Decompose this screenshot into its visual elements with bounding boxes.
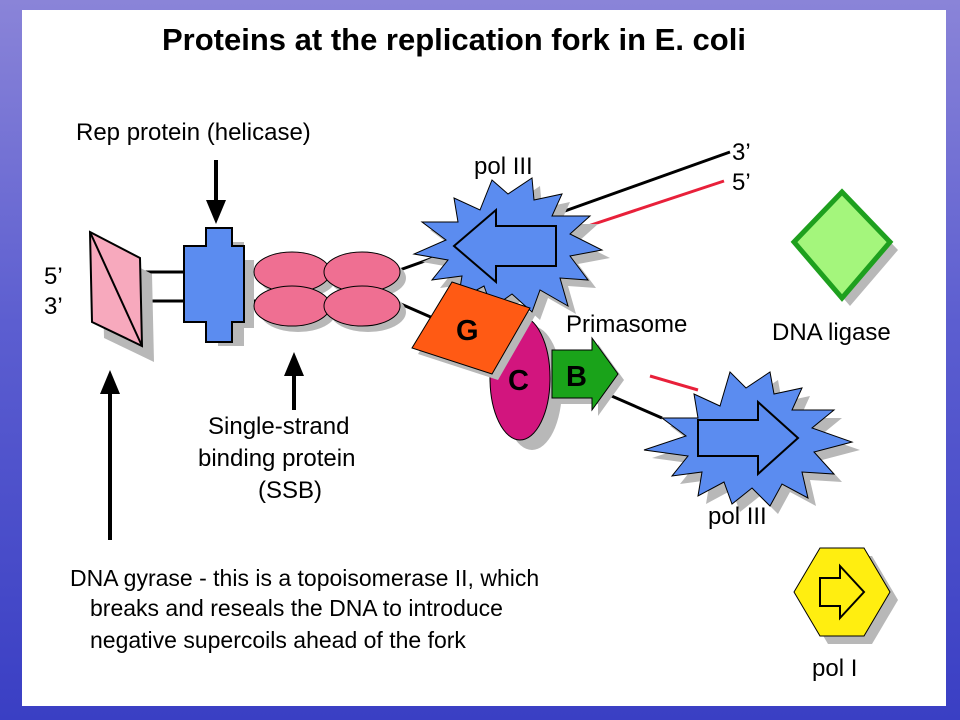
pol-iii-top-shape <box>412 177 610 320</box>
diagram-title: Proteins at the replication fork in E. c… <box>162 22 746 57</box>
gyrase-label-line1: DNA gyrase - this is a topoisomerase II,… <box>70 565 539 591</box>
gyrase-arrow <box>100 370 120 540</box>
strand-5-left-label: 5’ <box>44 263 63 290</box>
ssb-proteins <box>253 251 406 332</box>
pol-iii-bottom-arrow-icon <box>697 399 800 477</box>
dnag-letter: G <box>456 315 479 347</box>
ssb-label-line1: Single-strand <box>208 413 349 440</box>
dnac-letter: C <box>508 365 529 397</box>
pol-i-arrow-icon <box>819 563 866 621</box>
gyrase-label-line3: negative supercoils ahead of the fork <box>90 627 466 653</box>
pol-iii-top-label: pol III <box>474 153 533 180</box>
dna-ligase-shape <box>790 188 898 306</box>
pol-iii-top-arrow-icon <box>452 207 557 285</box>
strand-3-left-label: 3’ <box>44 293 63 320</box>
strand-5-top-label: 5’ <box>732 169 751 196</box>
primasome-label: Primasome <box>566 311 687 338</box>
ssb-label-line2: binding protein <box>198 445 355 472</box>
dna-gyrase-shape <box>88 230 154 362</box>
dna-ligase-label: DNA ligase <box>772 319 891 346</box>
pol-i-shape <box>793 547 898 644</box>
rep-arrow <box>206 160 226 224</box>
ssb-arrow <box>284 352 304 410</box>
slide: Proteins at the replication fork in E. c… <box>22 10 946 706</box>
ssb-label-line3: (SSB) <box>258 477 322 504</box>
dnab-letter: B <box>566 361 587 393</box>
pol-i-label: pol I <box>812 655 857 682</box>
replication-fork-diagram: Proteins at the replication fork in E. c… <box>44 22 898 682</box>
pol-iii-bottom-shape <box>643 371 860 514</box>
rep-helicase-shape <box>183 227 254 346</box>
upper-new-strand <box>581 179 725 230</box>
rep-protein-label: Rep protein (helicase) <box>76 119 311 146</box>
strand-3-top-label: 3’ <box>732 139 751 166</box>
lower-new-strand <box>649 374 699 392</box>
pol-iii-bottom-label: pol III <box>708 503 767 530</box>
dnag-shape: G <box>411 281 536 380</box>
gyrase-label-line2: breaks and reseals the DNA to introduce <box>90 595 503 621</box>
dnab-shape: B <box>551 336 624 416</box>
